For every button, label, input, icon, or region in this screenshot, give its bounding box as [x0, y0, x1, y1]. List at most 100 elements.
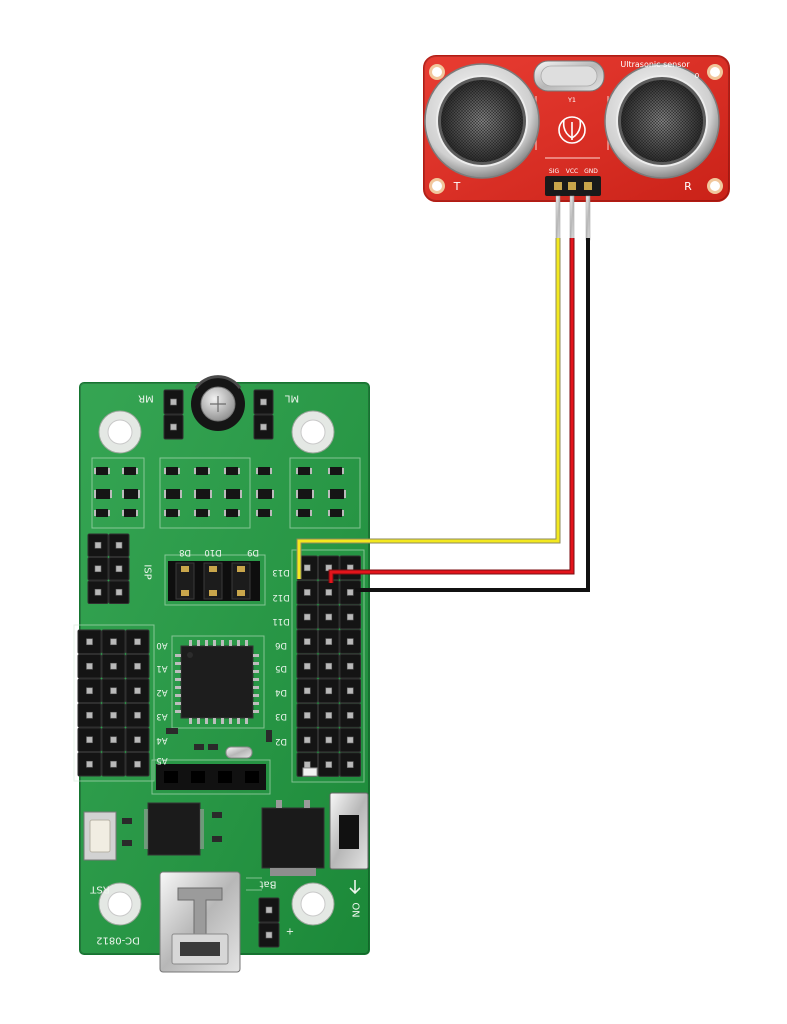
header-pin [318, 629, 340, 654]
header-pin [296, 580, 318, 605]
board-model-label: DC-0812 [96, 935, 140, 946]
smd-part [164, 467, 180, 475]
smd-part [256, 467, 272, 475]
battery-polarity-label: + [286, 927, 294, 938]
header-pin [258, 897, 280, 923]
controller-silkscreen [73, 457, 365, 891]
battery-header [258, 897, 280, 948]
power-wire [329, 238, 574, 583]
header-pin [296, 703, 318, 728]
sensor-mounting-hole [429, 178, 445, 194]
sensor-version: 0 [695, 72, 699, 80]
header-pin [101, 654, 126, 679]
header-pin [125, 703, 150, 728]
header-pin [258, 922, 280, 948]
mounting-hole [291, 410, 335, 454]
crystal-label: Y1 [567, 96, 576, 104]
analog-label: A2 [156, 687, 167, 697]
motor-left-header [253, 389, 274, 440]
transmitter-transducer [424, 63, 540, 179]
mini-usb-connector [159, 871, 241, 973]
header-pin [318, 752, 340, 777]
header-pin [339, 752, 361, 777]
header-pin [77, 678, 102, 703]
sensor-mounting-hole [429, 64, 445, 80]
smd-part [224, 467, 240, 475]
pin-label-vcc: VCC [566, 168, 578, 175]
header-pin [318, 580, 340, 605]
smd-part [122, 489, 140, 499]
header-pin [125, 629, 150, 654]
digital-servo-header [296, 555, 361, 777]
header-pin [318, 678, 340, 704]
analog-label: A5 [156, 755, 167, 765]
jumper-cap [203, 562, 223, 600]
crystal-resonator [225, 746, 253, 759]
header-pin [87, 533, 109, 557]
header-pin [296, 555, 318, 581]
smd-part [164, 509, 180, 517]
jumper-label-d10: D10 [204, 547, 221, 557]
header-pin [77, 752, 102, 777]
analog-label: A1 [156, 663, 167, 673]
digital-label: D13 [272, 567, 289, 577]
mounting-hole [291, 882, 335, 926]
header-pin [87, 580, 109, 604]
sensor-mounting-hole [707, 64, 723, 80]
header-pin [339, 580, 361, 605]
wiring [296, 238, 590, 592]
crystal-oscillator [533, 60, 605, 92]
header-pin [101, 727, 126, 752]
reset-button [83, 811, 117, 861]
header-pin [253, 389, 274, 415]
header-pin [77, 654, 102, 679]
sensor-title: Ultrasonic sensor [620, 60, 690, 69]
header-pin [318, 703, 340, 728]
header-pin [125, 752, 150, 777]
smd-part [194, 467, 210, 475]
signal-wire [297, 238, 560, 579]
header-pin [339, 629, 361, 654]
smd-part [296, 467, 312, 475]
usb-interface-chip [144, 802, 204, 856]
microcontroller-chip [175, 640, 259, 724]
header-pin [253, 414, 274, 440]
ultrasonic-sensor: Y1 Ultrasonic sensor 0 T R SIG VCC GND [423, 55, 730, 241]
electrolytic-capacitor [191, 375, 245, 431]
smd-part [122, 509, 138, 517]
sensor-logo-icon [558, 116, 586, 144]
header-pin [101, 678, 126, 703]
digital-label: D11 [272, 616, 289, 626]
digital-label: D6 [275, 640, 287, 650]
digital-label: D3 [275, 711, 287, 721]
header-pin [296, 629, 318, 654]
header-pin [77, 703, 102, 728]
smd-part [328, 489, 346, 499]
header-pin [125, 678, 150, 703]
header-pin [108, 557, 130, 581]
header-pin [339, 703, 361, 728]
header-pin [339, 653, 361, 679]
digital-label: D2 [275, 736, 287, 746]
jumper-label-d9: D9 [247, 547, 259, 557]
female-header [156, 764, 266, 790]
digital-label: D5 [275, 663, 287, 673]
controller-board: MR ML ISP D8 D10 D9 D13 D12 D11 D6 D5 D4… [73, 375, 370, 973]
smd-part [256, 489, 274, 499]
led-indicator [302, 767, 318, 777]
header-pin [296, 678, 318, 704]
analog-header [77, 629, 150, 777]
receiver-label: R [684, 180, 692, 193]
jumper-cap [175, 562, 195, 600]
smd-part [256, 509, 272, 517]
smd-part [296, 509, 312, 517]
motor-right-label: MR [138, 393, 154, 404]
header-pin [318, 604, 340, 630]
header-pin [101, 703, 126, 728]
header-pin [339, 678, 361, 704]
mounting-hole [98, 410, 142, 454]
smd-part [194, 489, 212, 499]
header-pin [296, 653, 318, 679]
header-pin [339, 727, 361, 753]
